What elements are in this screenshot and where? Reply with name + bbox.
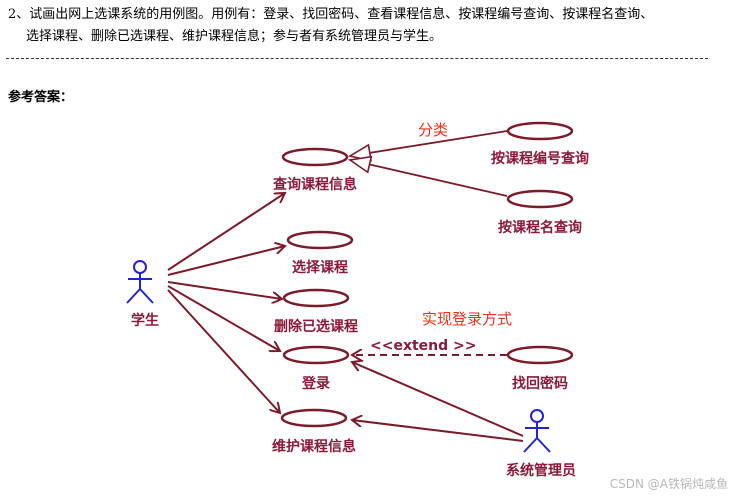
usecase-label-query-by-course-number: 按课程编号查询 bbox=[491, 150, 589, 167]
usecase-login bbox=[282, 345, 350, 365]
usecase-label-query-by-course-name: 按课程名查询 bbox=[498, 219, 582, 236]
usecase-label-retrieve-password: 找回密码 bbox=[512, 375, 568, 392]
usecase-label-view-course-info: 查询课程信息 bbox=[273, 176, 357, 193]
usecase-maintain-course-info bbox=[280, 408, 348, 428]
generalization-by-number bbox=[350, 130, 508, 156]
association-student-delete-selected-course bbox=[167, 281, 282, 299]
login-method-note: 实现登录方式 bbox=[422, 310, 512, 328]
admin-actor-label: 系统管理员 bbox=[506, 462, 576, 479]
association-student-login bbox=[167, 285, 280, 351]
association-student-maintain-course-info bbox=[167, 289, 280, 413]
dashed-divider bbox=[6, 58, 708, 59]
association-student-select-course bbox=[167, 246, 285, 276]
watermark: CSDN @A铁锅炖咸鱼 bbox=[609, 477, 728, 491]
association-admin-login bbox=[352, 362, 524, 437]
association-student-view-course-info bbox=[167, 193, 285, 271]
usecase-select-course bbox=[286, 230, 354, 250]
usecase-label-select-course: 选择课程 bbox=[292, 259, 348, 276]
generalization-by-name bbox=[350, 160, 508, 197]
admin-actor bbox=[523, 409, 551, 453]
question-line-1: 2、试画出网上选课系统的用例图。用例有：登录、找回密码、查看课程信息、按课程编号… bbox=[8, 7, 654, 22]
usecase-label-maintain-course-info: 维护课程信息 bbox=[272, 438, 356, 455]
answer-label: 参考答案： bbox=[8, 90, 74, 105]
association-admin-maintain-course-info bbox=[352, 420, 524, 442]
usecase-query-by-course-number bbox=[506, 121, 574, 141]
classification-note: 分类 bbox=[418, 121, 448, 139]
student-actor bbox=[126, 260, 154, 304]
usecase-view-course-info bbox=[281, 147, 349, 167]
usecase-query-by-course-name bbox=[506, 189, 574, 209]
extend-stereotype-label: <<extend >> bbox=[370, 338, 477, 354]
usecase-delete-selected-course bbox=[282, 288, 350, 308]
question-line-2: 选择课程、删除已选课程、维护课程信息；参与者有系统管理员与学生。 bbox=[26, 29, 443, 44]
question-text: 2、试画出网上选课系统的用例图。用例有：登录、找回密码、查看课程信息、按课程编号… bbox=[8, 4, 724, 48]
student-actor-label: 学生 bbox=[131, 312, 159, 329]
usecase-label-login: 登录 bbox=[301, 375, 330, 392]
usecase-retrieve-password bbox=[506, 345, 574, 365]
usecase-label-delete-selected-course: 删除已选课程 bbox=[274, 318, 358, 335]
